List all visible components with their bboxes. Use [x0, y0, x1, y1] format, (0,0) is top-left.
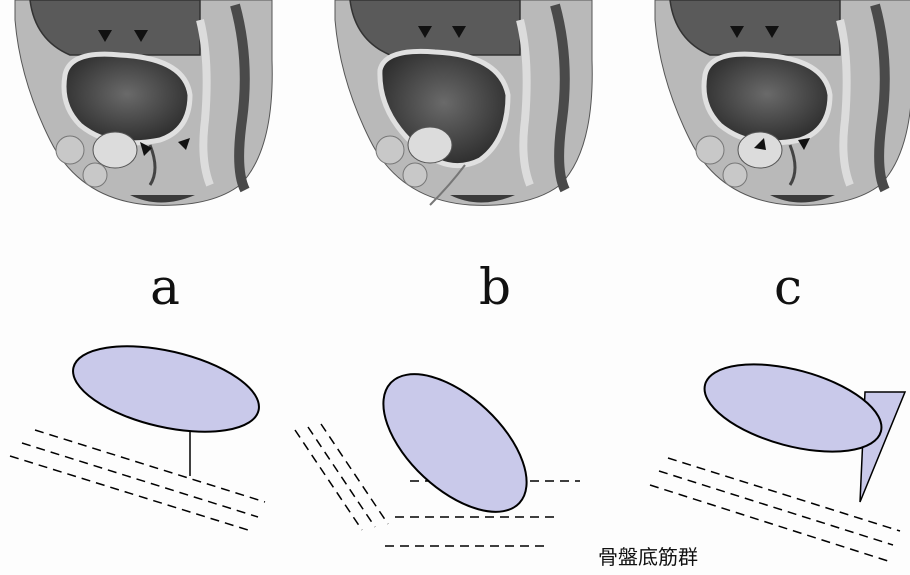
schematic-c — [650, 348, 905, 561]
pelvic-floor-line — [295, 430, 362, 530]
pelvic-floor-line — [308, 427, 375, 527]
pelvic-floor-line — [10, 456, 248, 530]
pelvic-floor-muscles-caption: 骨盤底筋群 — [598, 545, 698, 569]
panel-label-b: b — [455, 262, 535, 312]
pelvic-floor-line — [22, 443, 258, 517]
pelvic-floor-line — [321, 424, 388, 524]
bladder-ellipse — [695, 348, 890, 469]
schematic-a — [10, 331, 267, 530]
schematic-diagrams — [0, 330, 910, 575]
panel-label-a: a — [125, 262, 205, 312]
anatomy-illustration-b — [330, 0, 600, 215]
schematic-b — [295, 349, 580, 546]
anatomy-illustration-a — [10, 0, 280, 215]
bladder-ellipse — [359, 349, 550, 536]
panel-label-c: c — [748, 262, 828, 312]
pelvic-floor-line — [35, 430, 265, 502]
anatomy-illustration-c — [650, 0, 910, 215]
bladder-ellipse — [65, 331, 267, 448]
pelvic-floor-line — [659, 471, 893, 545]
